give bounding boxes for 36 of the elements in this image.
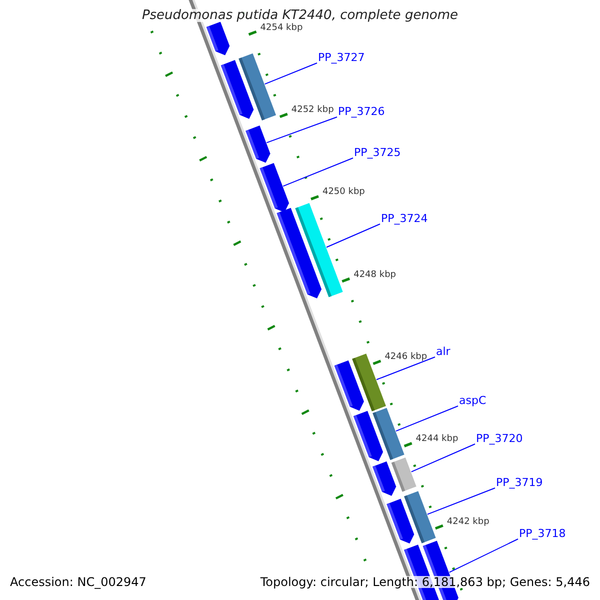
leader-line [448,538,518,573]
gene-block [353,410,384,462]
leader-line [282,158,354,187]
tick-label: 4246 kbp [384,352,428,362]
gene-block [220,60,254,119]
tick-label: 4250 kbp [322,188,365,198]
gene-label: PP_3724 [381,213,428,224]
gene-label: alr [436,346,450,357]
gene-block [276,208,322,298]
gene-label: PP_3725 [354,147,401,158]
genome-summary-text: Topology: circular; Length: 6,181,863 bp; Genes: 5,446 [260,576,590,588]
gene-block [334,360,364,411]
leader-line [266,116,338,144]
tick-label: 4252 kbp [291,106,334,115]
gene-block [386,498,414,544]
gene-block [372,461,396,496]
leader-line [410,444,476,472]
gene-block [246,126,270,163]
gene-label: PP_3718 [519,528,566,539]
gene-label: aspC [459,395,486,406]
tick-label: 4254 kbp [260,24,303,33]
gene-label: PP_3719 [496,477,543,488]
leader-line [326,224,380,248]
tick-label: 4248 kbp [354,270,396,280]
gene-block [260,162,290,212]
gene-bar [391,457,416,492]
tick-label: 4242 kbp [446,518,490,527]
leader-line [376,356,436,380]
leader-line [426,488,496,515]
gene-label: PP_3727 [318,52,365,63]
gene-label: PP_3720 [476,433,523,444]
gene-block [206,22,230,56]
gene-label: PP_3726 [338,106,385,117]
accession-text: Accession: NC_002947 [10,576,146,588]
tick-label: 4244 kbp [416,435,458,444]
leader-line [395,406,458,432]
